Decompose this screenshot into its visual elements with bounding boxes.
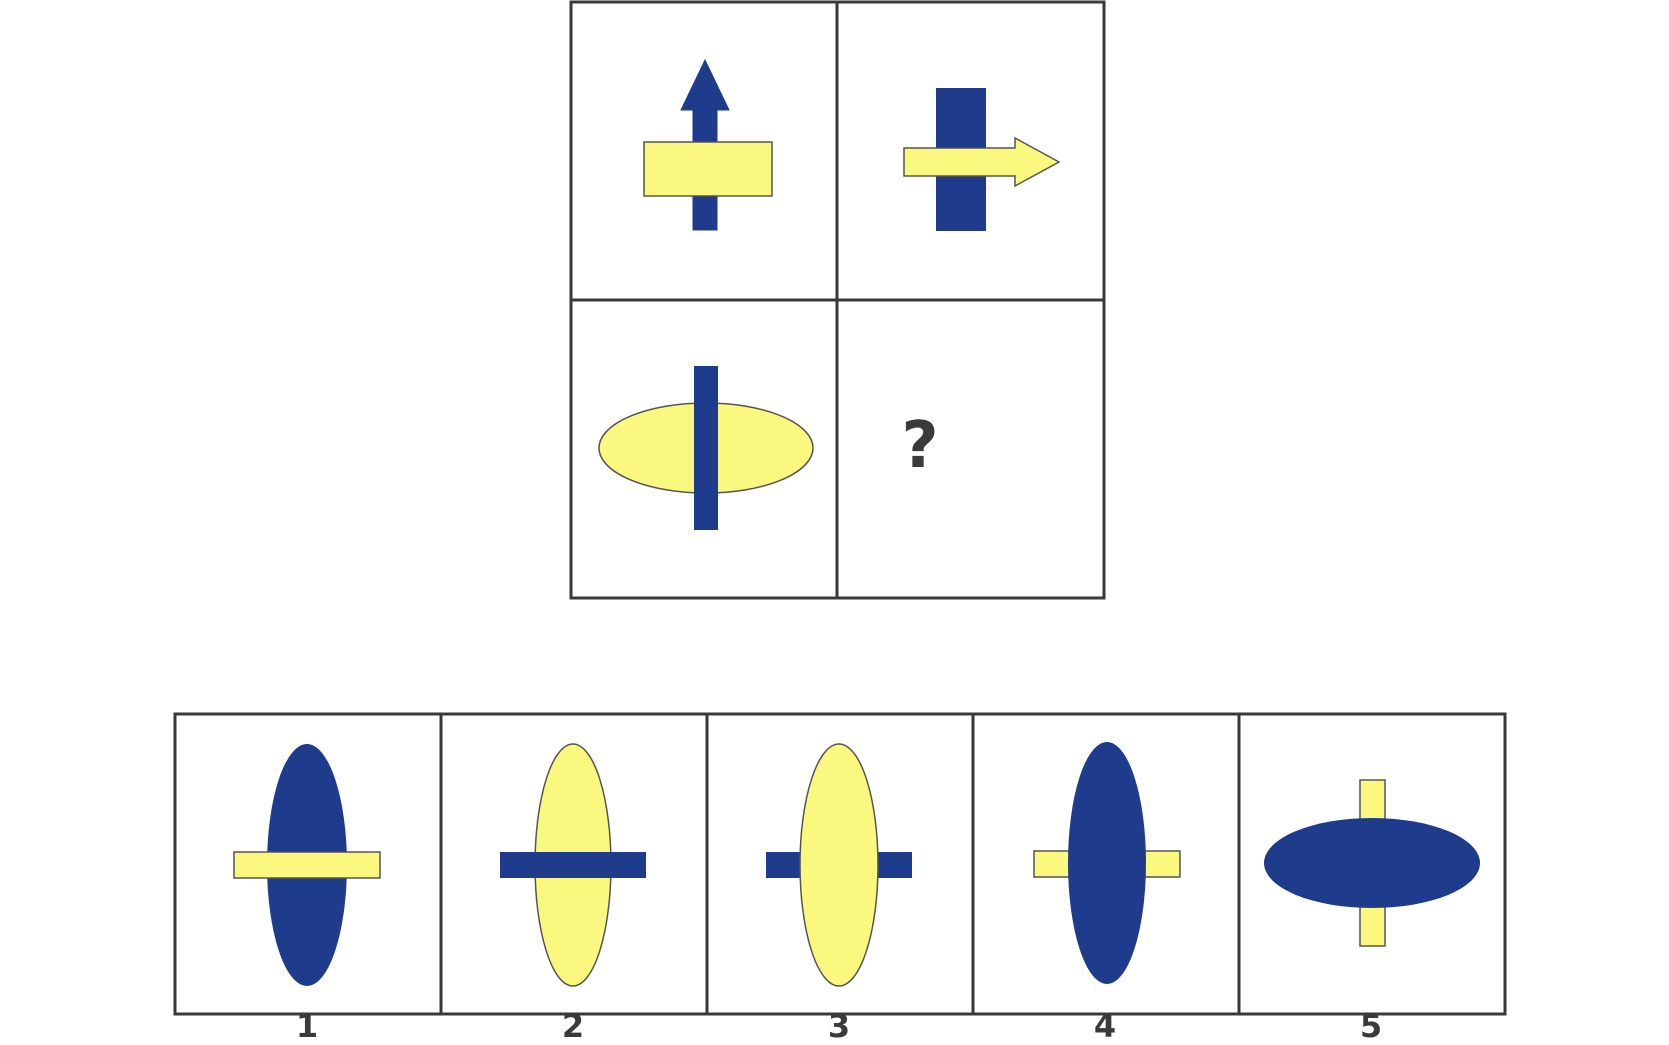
answer-option-1[interactable] — [233, 744, 381, 986]
answer-strip-border — [173, 712, 1507, 1016]
answer-option-2[interactable] — [500, 743, 646, 987]
answer-option-4[interactable] — [1033, 742, 1181, 984]
yellow-horizontal-rectangle-icon — [643, 141, 773, 197]
question-cell-top-left — [643, 58, 773, 231]
answer-label-2: 2 — [561, 1007, 585, 1045]
answer-label-5: 5 — [1359, 1007, 1383, 1045]
blue-vertical-ellipse-icon — [1068, 742, 1146, 984]
yellow-vertical-ellipse-icon — [799, 743, 879, 987]
answer-label-4: 4 — [1093, 1007, 1117, 1045]
blue-vertical-bar-icon — [694, 366, 718, 530]
answer-option-3[interactable] — [766, 743, 912, 987]
blue-horizontal-ellipse-icon — [1264, 818, 1480, 908]
yellow-horizontal-bar-front-icon — [233, 851, 381, 879]
answer-label-3: 3 — [827, 1007, 851, 1045]
question-cell-bottom-left — [598, 366, 814, 530]
answer-strip — [173, 712, 1507, 1016]
blue-horizontal-bar-front-icon — [500, 852, 646, 878]
answer-option-5[interactable] — [1264, 779, 1480, 947]
yellow-right-arrow-icon — [903, 136, 1061, 188]
answer-label-1: 1 — [295, 1007, 319, 1045]
question-mark-icon: ? — [901, 409, 939, 483]
question-cell-top-right — [903, 88, 1061, 231]
question-grid — [569, 0, 1106, 600]
